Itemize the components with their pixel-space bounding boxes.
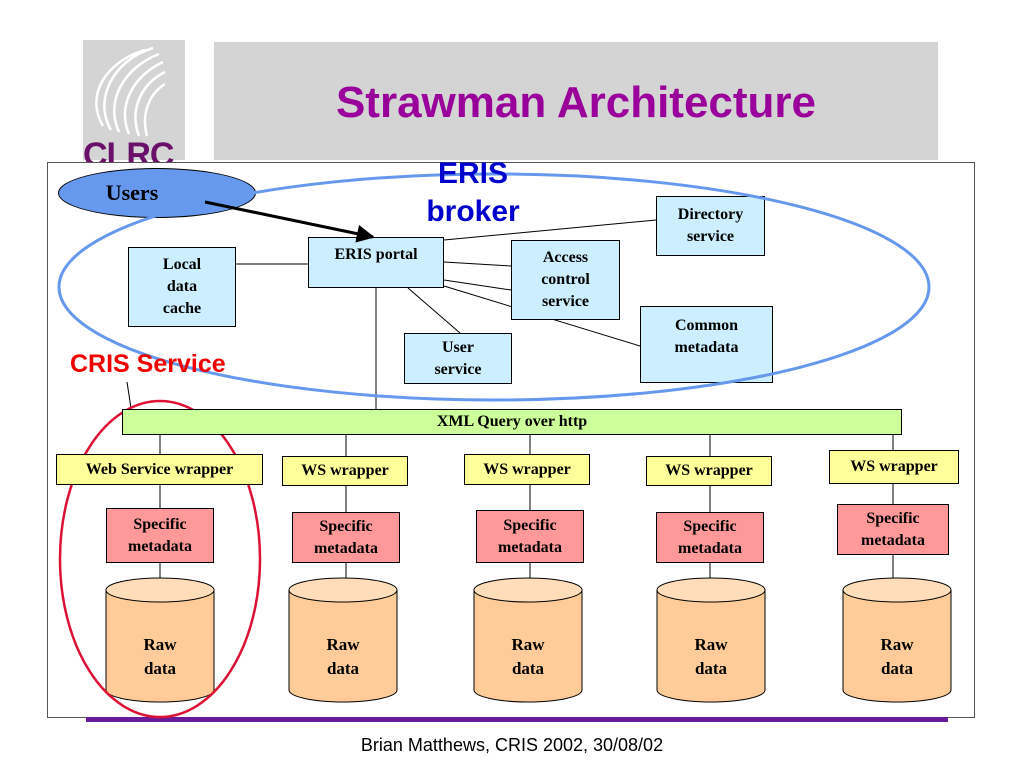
cris-service-ellipse	[58, 399, 262, 719]
clrc-logo	[83, 40, 185, 160]
raw-data-cylinder-3	[473, 590, 583, 703]
slide-title: Strawman Architecture	[335, 78, 817, 127]
cris-service-label: CRIS Service	[70, 350, 226, 378]
wrapper-box-1: Web Service wrapper	[56, 454, 263, 485]
portal-directory-link	[443, 219, 657, 241]
wrapper-box-3: WS wrapper	[464, 454, 590, 485]
users-to-portal-arrow	[204, 200, 375, 243]
title-band	[214, 42, 938, 160]
xml-query-bar: XML Query over http	[122, 409, 902, 435]
portal-user-link	[407, 287, 461, 334]
raw-data-cylinder-top-2	[288, 577, 398, 603]
cris-pointer	[126, 381, 132, 409]
raw-data-cylinder-top-5	[842, 577, 952, 603]
wrapper-box-4: WS wrapper	[646, 456, 772, 486]
wrapper-box-5: WS wrapper	[829, 450, 959, 484]
users-node: Users	[58, 168, 256, 218]
raw-data-cylinder-4	[656, 590, 766, 703]
eris-portal-box: ERIS portal	[308, 237, 444, 288]
wrapper-box-2: WS wrapper	[282, 456, 408, 486]
portal-access-link-2	[443, 279, 512, 291]
raw-data-cylinder-top-1	[105, 577, 215, 603]
raw-data-cylinder-5	[842, 590, 952, 703]
raw-data-cylinder-top-4	[656, 577, 766, 603]
bottom-accent-bar	[86, 717, 948, 722]
globe-swirl-icon	[95, 46, 166, 137]
raw-data-cylinder-top-3	[473, 577, 583, 603]
logo-text: CLRC	[83, 138, 174, 162]
slide-footer: Brian Matthews, CRIS 2002, 30/08/02	[360, 735, 664, 755]
raw-data-cylinder-2	[288, 590, 398, 703]
portal-access-link	[443, 261, 512, 267]
eris-broker-ellipse	[57, 172, 931, 402]
